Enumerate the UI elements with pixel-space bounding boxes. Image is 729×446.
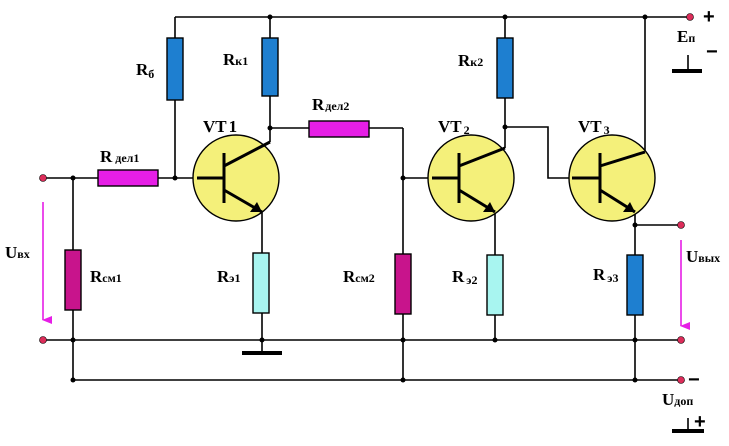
resistor-re2 bbox=[486, 254, 504, 316]
resistors bbox=[64, 37, 644, 316]
resistor-rk1 bbox=[261, 37, 279, 97]
label-rk1: Rк1 bbox=[223, 50, 248, 69]
label-rsm1: Rсм1 bbox=[90, 267, 122, 286]
terminals bbox=[39, 13, 694, 384]
label-re1: Rэ1 bbox=[217, 267, 240, 286]
resistor-rdel2 bbox=[308, 120, 370, 138]
terminal-input-ground bbox=[39, 336, 47, 344]
terminal-output bbox=[677, 221, 685, 229]
label-rb: Rб bbox=[136, 60, 154, 81]
transistor-vt3 bbox=[568, 134, 656, 222]
label-u-dop: Uдоп bbox=[662, 390, 693, 409]
resistor-rk2 bbox=[496, 37, 514, 99]
resistor-rsm2 bbox=[394, 253, 412, 315]
terminal-input bbox=[39, 174, 47, 182]
supply-minus-sign: − bbox=[706, 41, 718, 63]
resistor-re3 bbox=[626, 254, 644, 316]
supply-plus-sign: + bbox=[703, 6, 715, 28]
terminal-aux-minus bbox=[677, 376, 685, 384]
resistor-rsm1 bbox=[64, 249, 82, 311]
resistor-rdel1 bbox=[97, 169, 159, 187]
label-rk2: Rк2 bbox=[458, 51, 483, 70]
aux-plus-sign: + bbox=[694, 411, 706, 433]
transistor-vt1 bbox=[192, 134, 280, 222]
label-rsm2: Rсм2 bbox=[343, 267, 375, 286]
label-e-p: Eп bbox=[677, 27, 695, 46]
resistor-re1 bbox=[252, 252, 270, 314]
terminal-output-ground bbox=[677, 336, 685, 344]
resistor-rb bbox=[166, 37, 184, 101]
label-rdel2: Rдел2 bbox=[312, 95, 349, 114]
transistor-vt2 bbox=[427, 134, 515, 222]
label-u-in: Uвх bbox=[5, 243, 30, 262]
label-u-out: Uвых bbox=[686, 247, 720, 266]
terminal-supply-plus bbox=[686, 13, 694, 21]
junction-nodes bbox=[70, 14, 648, 383]
ground-symbols bbox=[242, 69, 704, 433]
aux-minus-sign: − bbox=[688, 369, 700, 391]
